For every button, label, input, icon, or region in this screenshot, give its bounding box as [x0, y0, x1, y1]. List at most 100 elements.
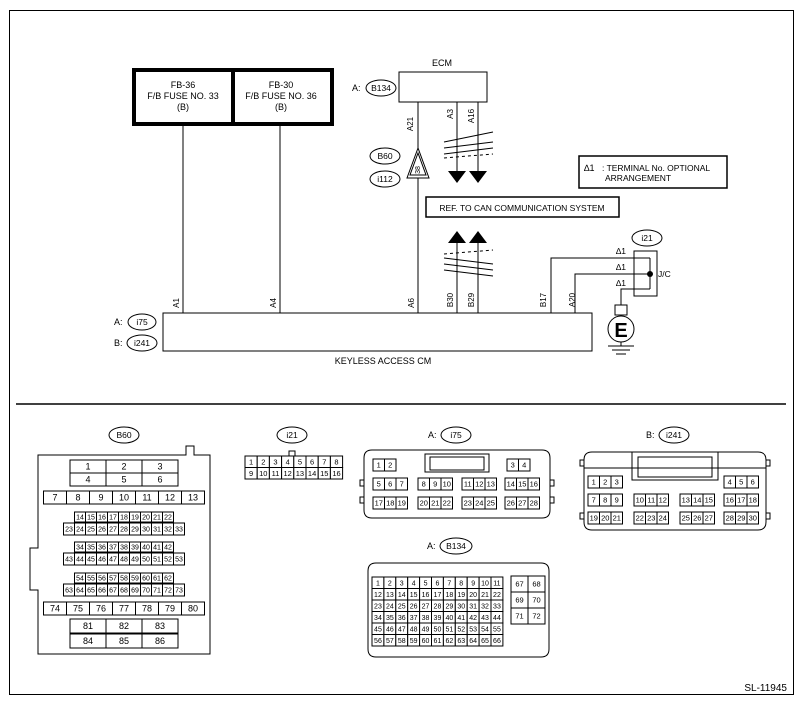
b60-pin-label: 74: [50, 604, 60, 614]
pin-b17: B17: [539, 292, 548, 307]
i75-pin-label: 9: [433, 480, 437, 489]
b60-pin-label: 35: [87, 545, 95, 552]
b60-pin-label: 19: [131, 515, 139, 522]
b60-cell: [181, 490, 205, 505]
b60-pin-label: 71: [153, 588, 161, 595]
b134-pin-label: 38: [422, 615, 430, 622]
b60-pin-label: 73: [175, 588, 183, 595]
b134-pin-label: 25: [398, 603, 406, 610]
b134-pin-label: 42: [469, 615, 477, 622]
b60-pin-label: 66: [98, 588, 106, 595]
keyless-conn-b: i241: [134, 338, 150, 348]
keyless-conn-b-oval: [126, 334, 158, 352]
can-bus-bottom: [443, 231, 494, 313]
b60-pin-label: 82: [119, 621, 129, 631]
b134-pin-label: 24: [386, 603, 394, 610]
b134-pin-label: 20: [469, 592, 477, 599]
b134-pin-label: 1: [376, 580, 380, 587]
b134-pin-label: 43: [481, 615, 489, 622]
b134-pin-label: 35: [386, 615, 394, 622]
b60-cell: [173, 552, 185, 566]
jc-label: J/C: [658, 269, 671, 279]
ecm-conn-id: B134: [371, 83, 391, 93]
pin-a20: A20: [568, 292, 577, 307]
b60-pin-label: 26: [98, 527, 106, 534]
b60-pin-label: 42: [164, 545, 172, 552]
i241-pin-label: 17: [737, 496, 745, 505]
b134-title: B134: [446, 541, 466, 551]
b60-pin-label: 62: [164, 576, 172, 583]
i75-pin-label: 1: [377, 461, 381, 470]
i241-pin-label: 11: [647, 496, 655, 505]
b60-pin-label: 37: [109, 545, 117, 552]
i241-pin-label: 28: [726, 514, 734, 523]
b60-pin-label: 76: [96, 604, 106, 614]
b134-pin-label: 34: [374, 615, 382, 622]
b134-pin-label: 71: [515, 612, 523, 621]
i241-pin-label: 29: [737, 514, 745, 523]
note-box: [578, 155, 728, 189]
i241-cell: [656, 511, 669, 525]
i75-cell: [395, 496, 408, 510]
i241-pin-label: 2: [603, 478, 607, 487]
b60-cell: [173, 583, 185, 597]
b134-pin-label: 4: [412, 580, 416, 587]
i241-pin-label: 27: [705, 514, 713, 523]
ground-label: E: [614, 320, 627, 342]
b60-pin-label: 53: [175, 557, 183, 564]
splice-conn-1: B60: [377, 151, 392, 161]
b60-pin-label: 56: [98, 576, 106, 583]
keyless-box: [162, 312, 593, 352]
b134-pin-label: 57: [386, 638, 394, 645]
b134-pin-label: 21: [481, 592, 489, 599]
can-bus-top: [443, 102, 494, 183]
b60-pin-label: 18: [120, 515, 128, 522]
b60-pin-label: 12: [165, 493, 175, 503]
b60-pin-label: 51: [153, 557, 161, 564]
b134-pin-label: 50: [434, 626, 442, 633]
i21-title: i21: [286, 430, 298, 440]
jc-star-2: ∆1: [616, 262, 626, 272]
b60-cell: [173, 522, 185, 536]
i75-pin-label: 28: [530, 499, 538, 508]
b60-pin-label: 31: [153, 527, 161, 534]
i75-pin-label: 19: [398, 499, 406, 508]
b60-pin-label: 16: [98, 515, 106, 522]
i21-pin-label: 12: [284, 469, 292, 478]
i75-pin-label: 4: [522, 461, 526, 470]
i241-cell: [656, 493, 669, 507]
b60-pin-label: 8: [75, 493, 80, 503]
b60-pin-label: 28: [120, 527, 128, 534]
b60-pin-label: 77: [119, 604, 129, 614]
i75-cell: [484, 477, 497, 491]
jc-conn-oval: [631, 229, 663, 247]
b60-cell: [162, 541, 174, 553]
b60-cell: [162, 572, 174, 584]
b60-pin-label: 34: [76, 545, 84, 552]
fuse-1-line3: (B): [177, 102, 189, 112]
b60-pin-label: 52: [164, 557, 172, 564]
i75-pin-label: 2: [388, 461, 392, 470]
b60-pin-label: 63: [65, 588, 73, 595]
b134-pin-label: 31: [469, 603, 477, 610]
b60-pin-label: 59: [131, 576, 139, 583]
i241-pin-label: 15: [705, 496, 713, 505]
b60-pin-label: 14: [76, 515, 84, 522]
b60-pin-label: 57: [109, 576, 117, 583]
i241-pin-label: 18: [749, 496, 757, 505]
b134-pin-label: 2: [388, 580, 392, 587]
pin-a4: A4: [269, 298, 278, 308]
i21-pin-label: 14: [308, 469, 316, 478]
b60-pin-label: 9: [98, 493, 103, 503]
i241-pin-label: 7: [592, 496, 596, 505]
i21-pin-label: 3: [273, 457, 277, 466]
i241-title: i241: [666, 430, 682, 440]
i21-pin-label: 11: [272, 469, 280, 478]
pin-a1: A1: [172, 298, 181, 308]
b134-pin-label: 14: [398, 592, 406, 599]
b134-pin-label: 10: [481, 580, 489, 587]
